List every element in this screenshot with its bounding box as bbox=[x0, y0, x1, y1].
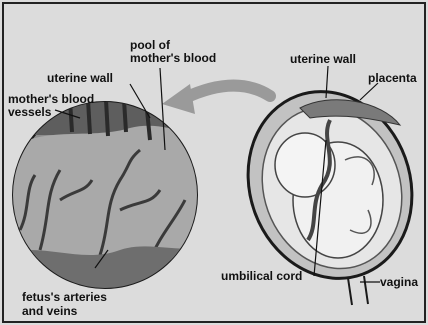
vagina-shape bbox=[348, 276, 368, 305]
magnified-placenta-circle bbox=[0, 95, 210, 300]
label-uterine-wall-right: uterine wall bbox=[290, 53, 356, 66]
label-vagina: vagina bbox=[380, 276, 418, 289]
label-fetus-vessels-line1: fetus's arteries bbox=[22, 291, 107, 304]
label-uterine-wall-left: uterine wall bbox=[47, 72, 113, 85]
label-fetus-vessels-line2: and veins bbox=[22, 305, 77, 318]
label-umbilical-cord: umbilical cord bbox=[221, 270, 302, 283]
label-mothers-vessels-line2: vessels bbox=[8, 106, 51, 119]
label-pool-line2: mother's blood bbox=[130, 52, 216, 65]
magnify-arrow bbox=[162, 84, 270, 114]
label-placenta: placenta bbox=[368, 72, 417, 85]
